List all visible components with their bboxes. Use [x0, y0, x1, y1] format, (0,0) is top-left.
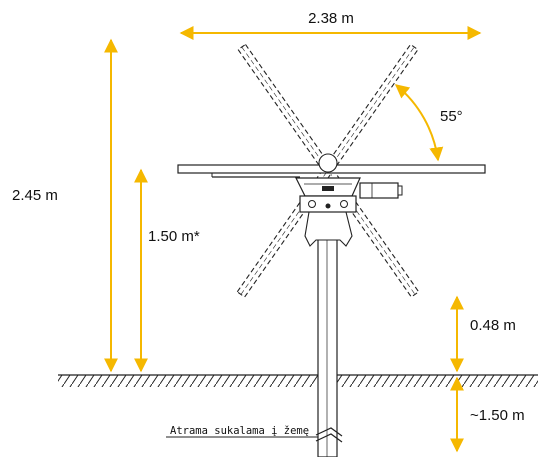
tilt-angle-label: 55° — [440, 108, 463, 125]
width-label: 2.38 m — [308, 10, 354, 27]
depth-label: ~1.50 m — [470, 407, 525, 424]
pole-body — [317, 225, 338, 457]
ground — [58, 374, 538, 387]
pole — [304, 211, 353, 457]
clearance-label: 0.48 m — [470, 317, 516, 334]
dimension-total-height: 2.45 m — [12, 38, 118, 373]
dimension-panel-height: 1.50 m* — [134, 168, 200, 373]
dimension-tilt-angle: 55° — [394, 84, 463, 162]
ground-hatch — [58, 375, 538, 387]
dimension-depth: ~1.50 m — [450, 376, 525, 453]
pole-break-mark — [315, 427, 343, 437]
tracker-head — [295, 153, 403, 213]
panel-height-label: 1.50 m* — [148, 228, 200, 245]
motor — [359, 182, 399, 199]
pole-bracket — [304, 211, 353, 247]
dimension-width: 2.38 m — [179, 10, 482, 40]
dimension-clearance: 0.48 m — [450, 295, 516, 373]
ground-note: Atrama sukalama į žemę — [166, 425, 318, 438]
ground-note-text: Atrama sukalama į žemę — [170, 425, 309, 437]
pivot-circle — [318, 153, 338, 173]
total-height-label: 2.45 m — [12, 187, 58, 204]
tilt-angle-arc — [394, 84, 444, 162]
